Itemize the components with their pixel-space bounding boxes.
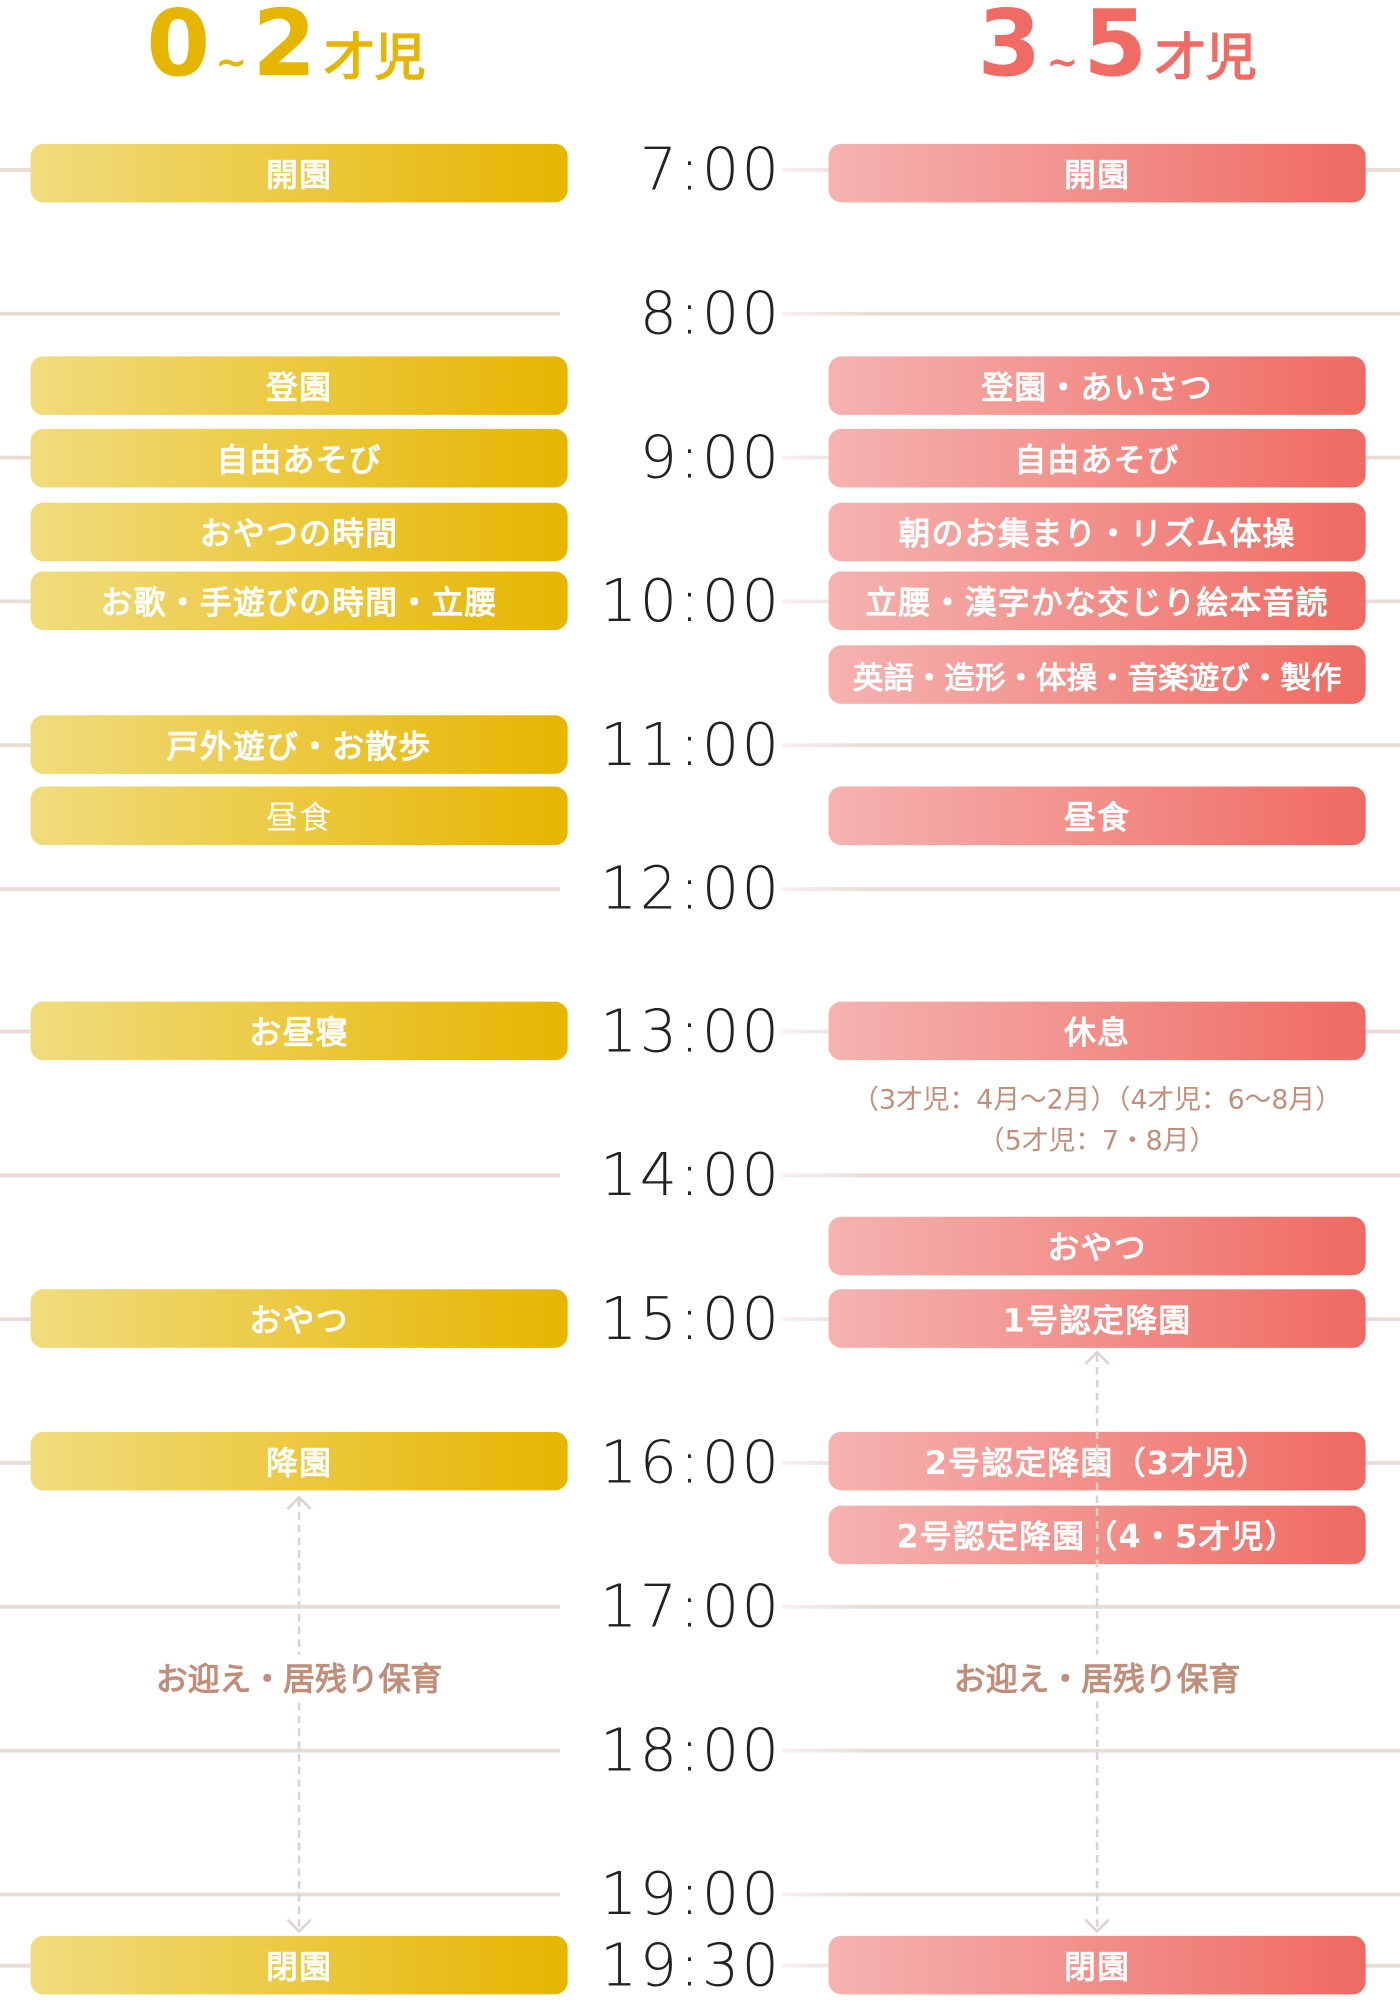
rest-note-line: （3才児：4月〜2月）（4才児：6〜8月）	[852, 1084, 1342, 1115]
left-item: 開園	[30, 143, 568, 203]
heading-sep: ~	[215, 40, 248, 86]
time-label: 15:00	[560, 1289, 782, 1348]
right-item: 英語・造形・体操・音楽遊び・製作	[828, 645, 1366, 704]
heading-end: 2	[252, 0, 317, 97]
right-item: 1号認定降園	[828, 1289, 1366, 1348]
time-label: 8:00	[560, 283, 782, 343]
left-item: 昼食	[30, 786, 568, 846]
rest-note: （3才児：4月〜2月）（4才児：6〜8月） （5才児：7・8月）	[829, 1079, 1366, 1160]
left-item: 閉園	[30, 1935, 568, 1995]
arrow-down-icon	[1084, 1907, 1110, 1934]
time-label: 12:00	[560, 859, 782, 918]
arrow-down-icon	[286, 1907, 312, 1934]
heading-suffix: 才児	[1154, 29, 1257, 88]
heading-start: 0	[146, 0, 211, 97]
time-label: 13:00	[560, 1001, 782, 1060]
right-item: 休息	[828, 1001, 1366, 1061]
right-item: 登園・あいさつ	[828, 356, 1366, 415]
time-label: 18:00	[560, 1720, 782, 1780]
left-pickup-label: お迎え・居残り保育	[30, 1654, 568, 1701]
time-label: 11:00	[560, 715, 782, 774]
right-item: おやつ	[828, 1216, 1366, 1276]
left-pickup-range-line	[297, 1499, 301, 1927]
time-label: 7:00	[560, 140, 782, 199]
left-item: 登園	[30, 356, 568, 415]
heading-suffix: 才児	[323, 29, 426, 88]
time-label: 16:00	[560, 1433, 782, 1492]
left-item: 降園	[30, 1431, 568, 1491]
right-item: 自由あそび	[828, 428, 1366, 488]
time-label: 14:00	[560, 1145, 782, 1205]
rest-note-line: （5才児：7・8月）	[978, 1125, 1217, 1156]
left-item: 自由あそび	[30, 428, 568, 488]
left-item: おやつ	[30, 1289, 568, 1348]
right-item: 開園	[828, 143, 1366, 203]
right-item: 閉園	[828, 1935, 1366, 1995]
arrow-up-icon	[286, 1495, 312, 1521]
right-item: 立腰・漢字かな交じり絵本音読	[828, 571, 1366, 631]
time-label: 10:00	[560, 571, 782, 630]
right-item: 朝のお集まり・リズム体操	[828, 502, 1366, 562]
heading-start: 3	[977, 0, 1042, 97]
heading-end: 5	[1083, 0, 1148, 97]
right-pickup-label: お迎え・居残り保育	[828, 1654, 1366, 1701]
heading-sep: ~	[1046, 40, 1079, 86]
time-label: 19:00	[560, 1864, 782, 1924]
left-item: 戸外遊び・お散歩	[30, 715, 568, 774]
time-label: 19:30	[560, 1935, 782, 1994]
time-label: 9:00	[560, 427, 782, 487]
right-pickup-range-line	[1095, 1354, 1099, 1927]
left-item: お昼寝	[30, 1001, 568, 1061]
left-item: おやつの時間	[30, 502, 568, 562]
arrow-up-icon	[1084, 1350, 1110, 1376]
time-label: 17:00	[560, 1576, 782, 1636]
left-item: お歌・手遊びの時間・立腰	[30, 571, 568, 631]
right-item: 昼食	[828, 786, 1366, 846]
